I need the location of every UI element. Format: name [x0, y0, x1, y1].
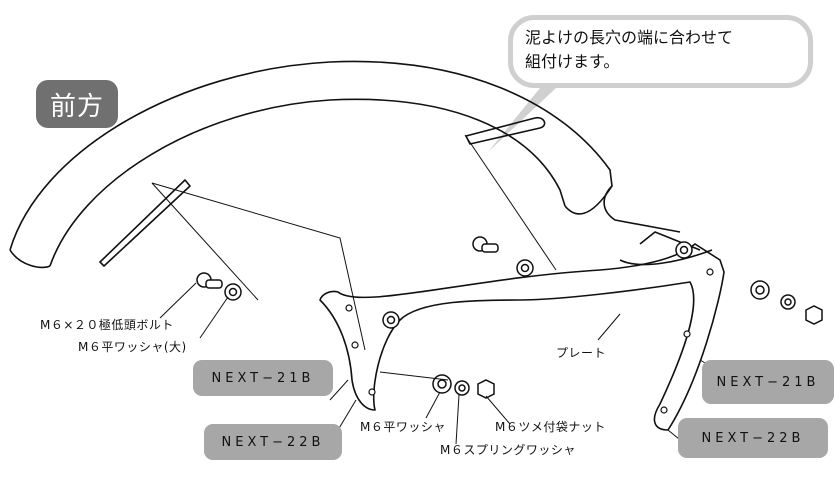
part-tag-right-22b: NEXT−22B [678, 418, 828, 458]
front-tag: 前方 [36, 80, 118, 128]
callout-line-1: 泥よけの長穴の端に合わせて [525, 28, 734, 47]
part-tag-left-22b: NEXT−22B [204, 424, 342, 460]
fender [9, 60, 681, 269]
bolt-label: M６×２０極低頭ボルト [40, 318, 174, 332]
part-tag-left-21b: NEXT−21B [193, 360, 333, 396]
callout-line-2: 組付けます。 [525, 52, 620, 71]
guide-lines [151, 134, 725, 449]
part-tag-right-21b: NEXT−21B [702, 360, 834, 404]
washer-label: M６平ワッシャ [360, 420, 446, 434]
plate-label: プレート [556, 346, 607, 360]
callout-note: 泥よけの長穴の端に合わせて 組付けます。 [508, 15, 813, 88]
nut-label: M６ツメ付袋ナット [495, 420, 606, 434]
spring-washer-label: M６スプリングワッシャ [440, 443, 576, 457]
washer-large-label: M６平ワッシャ(大) [78, 340, 187, 354]
